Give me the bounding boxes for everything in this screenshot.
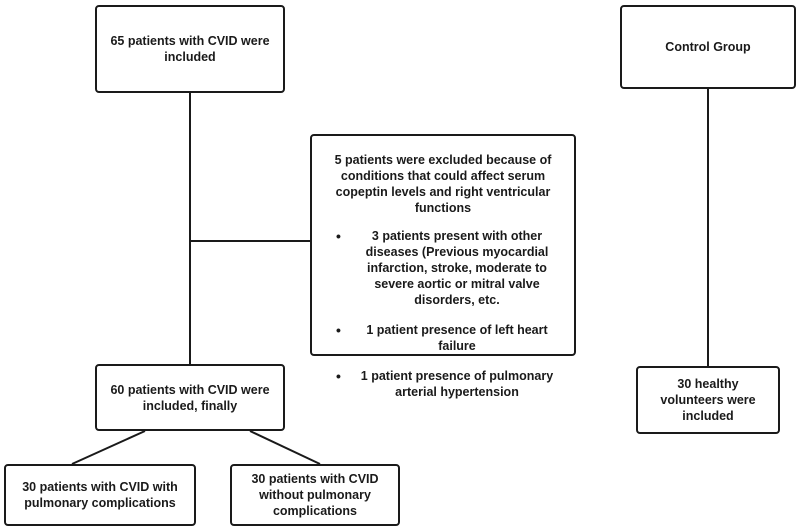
connector-final-to-with — [71, 430, 146, 465]
final-patients-box: 60 patients with CVID were included, fin… — [95, 364, 285, 431]
final-patients-text: 60 patients with CVID were included, fin… — [110, 382, 270, 413]
connector-final-to-without — [249, 430, 321, 465]
exclusion-reason: 1 patient presence of left heart failure — [336, 322, 560, 354]
included-patients-box: 65 patients with CVID were included — [95, 5, 285, 93]
excluded-title: 5 patients were excluded because of cond… — [334, 153, 552, 215]
healthy-volunteers-text: 30 healthy volunteers were included — [660, 377, 756, 423]
with-complications-box: 30 patients with CVID with pulmonary com… — [4, 464, 196, 526]
exclusion-reason: 1 patient presence of pulmonary arterial… — [336, 368, 560, 400]
with-complications-text: 30 patients with CVID with pulmonary com… — [22, 480, 178, 510]
exclusion-reason: 3 patients present with other diseases (… — [336, 228, 560, 308]
control-group-text: Control Group — [665, 40, 751, 54]
without-complications-text: 30 patients with CVID without pulmonary … — [251, 472, 379, 518]
included-patients-text: 65 patients with CVID were included — [110, 34, 270, 64]
exclusion-reasons-list: 3 patients present with other diseases (… — [326, 228, 560, 400]
healthy-volunteers-box: 30 healthy volunteers were included — [636, 366, 780, 434]
control-group-box: Control Group — [620, 5, 796, 89]
without-complications-box: 30 patients with CVID without pulmonary … — [230, 464, 400, 526]
excluded-patients-box: 5 patients were excluded because of cond… — [310, 134, 576, 399]
